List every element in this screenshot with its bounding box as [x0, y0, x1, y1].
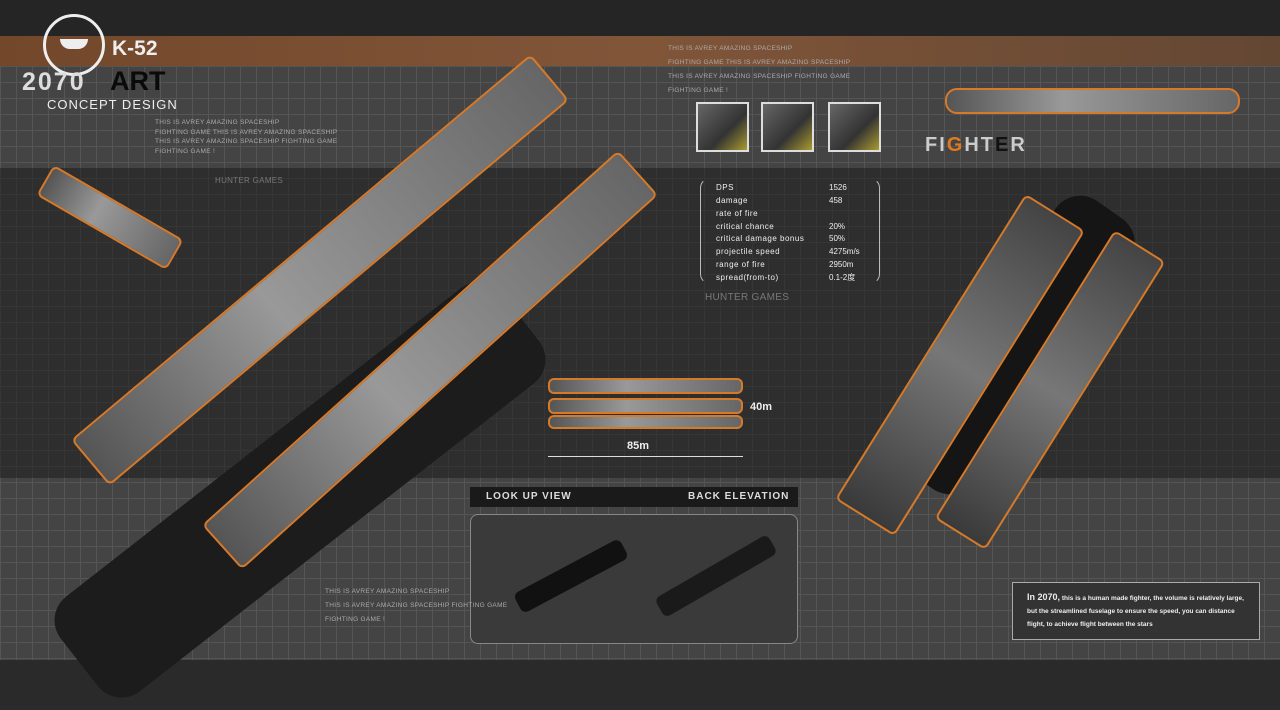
- art-label: ART: [110, 66, 166, 96]
- back-elevation-ship: [654, 533, 778, 619]
- model-name: K-52: [112, 37, 158, 60]
- stat-value: 50%: [829, 234, 846, 243]
- stat-label: critical damage bonus: [716, 234, 805, 243]
- stats-panel: DPS 1526 damage 458 rate of fire critical …: [700, 178, 880, 284]
- views-panel: [470, 514, 798, 644]
- year-label: 2070: [22, 68, 86, 96]
- top-view-ship-upper: [548, 378, 743, 394]
- length-dimension-line: [548, 456, 743, 457]
- crosshair-logo-icon: [43, 14, 105, 76]
- stat-value: 20%: [829, 222, 846, 231]
- stat-value: 4275m/s: [829, 247, 860, 256]
- stat-label: damage: [716, 196, 748, 205]
- watermark: HUNTER GAMES: [705, 292, 790, 303]
- views-header: LOOK UP VIEW BACK ELEVATION: [470, 487, 798, 507]
- look-up-view-ship: [512, 538, 630, 614]
- stat-value: 0.1-2度: [829, 273, 856, 282]
- header-band: [0, 36, 1280, 66]
- length-dimension: 85m: [627, 440, 650, 452]
- detail-thumbnail-vents: [828, 102, 881, 152]
- class-label: FIGHTER: [925, 134, 1027, 156]
- back-elevation-label: BACK ELEVATION: [688, 491, 790, 502]
- look-up-view-label: LOOK UP VIEW: [486, 491, 572, 502]
- stat-label: rate of fire: [716, 209, 759, 218]
- top-bar: [0, 0, 1280, 36]
- detail-thumbnail-cockpit: [696, 102, 749, 152]
- stat-value: 2950m: [829, 260, 854, 269]
- width-dimension: 40m: [750, 401, 773, 413]
- description-box: In 2070, this is a human made fighter, t…: [1012, 582, 1260, 640]
- stat-value: 458: [829, 196, 843, 205]
- stat-label: spread(from-to): [716, 273, 779, 282]
- stat-label: projectile speed: [716, 247, 781, 256]
- subtitle: CONCEPT DESIGN: [47, 97, 178, 112]
- side-view-ship: [945, 88, 1240, 114]
- stat-label: range of fire: [716, 260, 766, 269]
- watermark: HUNTER GAMES: [215, 176, 284, 185]
- top-view-ship-mid: [548, 398, 743, 414]
- stat-label: critical chance: [716, 222, 775, 231]
- detail-thumbnail-hatch: [761, 102, 814, 152]
- stat-value: 1526: [829, 183, 847, 192]
- stat-label: DPS: [716, 183, 734, 192]
- top-view-ship-lower: [548, 415, 743, 429]
- bottom-band: [0, 660, 1280, 706]
